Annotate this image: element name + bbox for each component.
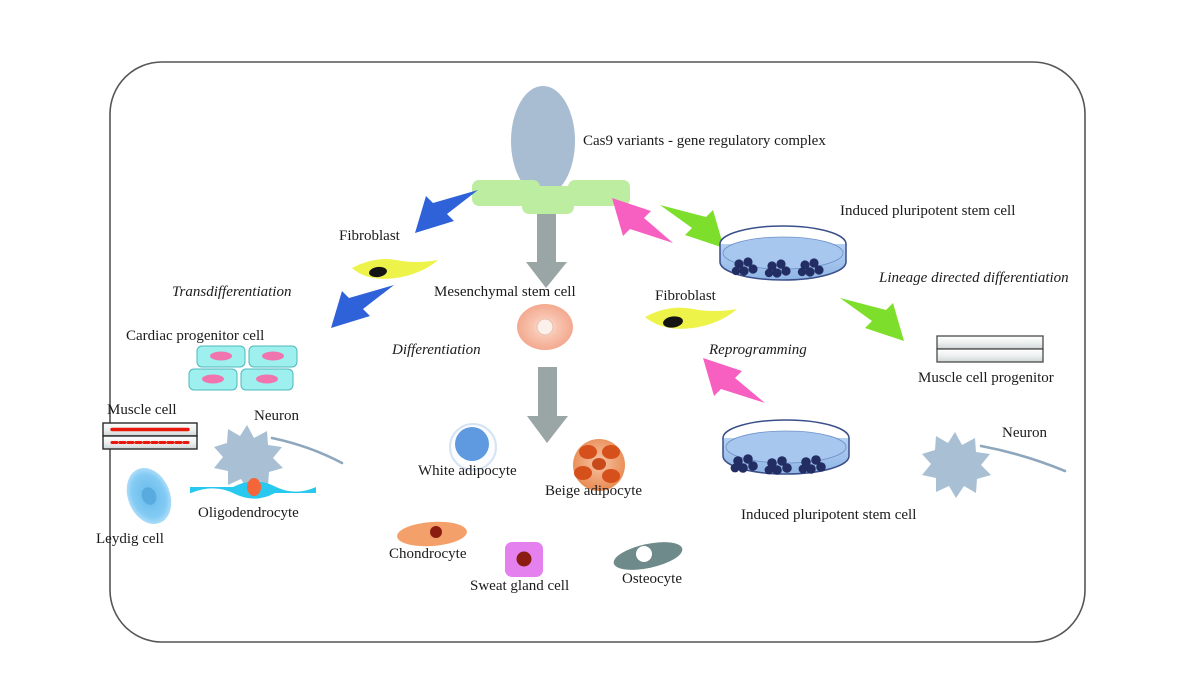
- white-adipocyte-graphic: [449, 423, 497, 471]
- label-ipsc-bottom: Induced pluripotent stem cell: [741, 507, 917, 523]
- arrow-lineage-2: [840, 298, 904, 341]
- leydig-cell-graphic: [126, 467, 172, 525]
- muscle-cell-graphic: [102, 422, 198, 450]
- label-cas9-complex: Cas9 variants - gene regulatory complex: [583, 133, 826, 149]
- label-differentiation: Differentiation: [392, 342, 481, 358]
- label-fibroblast-left: Fibroblast: [339, 228, 400, 244]
- label-cardiac-progenitor: Cardiac progenitor cell: [126, 328, 265, 344]
- label-lineage-directed-differentiation: Lineage directed differentiation: [879, 270, 1069, 286]
- osteocyte-graphic: [613, 542, 683, 570]
- ipsc-dish-bottom-graphic: [722, 419, 850, 475]
- oligodendrocyte-graphic: [190, 478, 316, 499]
- label-transdifferentiation: Transdifferentiation: [172, 284, 292, 300]
- label-oligodendrocyte: Oligodendrocyte: [198, 505, 299, 521]
- label-neuron-right: Neuron: [1002, 425, 1047, 441]
- arrow-lineage-1: [660, 205, 724, 248]
- figure-frame: [109, 61, 1086, 643]
- fibroblast-right-graphic: [645, 307, 737, 329]
- arrow-differentiation-1: [526, 214, 567, 288]
- muscle-cell-progenitor-graphic: [936, 335, 1044, 363]
- sweat-gland-cell-graphic: [505, 542, 543, 577]
- arrow-differentiation-2: [527, 367, 568, 443]
- label-chondrocyte: Chondrocyte: [389, 546, 467, 562]
- label-muscle-cell-progenitor: Muscle cell progenitor: [918, 370, 1054, 386]
- label-fibroblast-right: Fibroblast: [655, 288, 716, 304]
- label-osteocyte: Osteocyte: [622, 571, 682, 587]
- label-reprogramming: Reprogramming: [709, 342, 807, 358]
- label-mesenchymal-stem-cell: Mesenchymal stem cell: [434, 284, 576, 300]
- msc-graphic: [517, 304, 573, 350]
- label-beige-adipocyte: Beige adipocyte: [545, 483, 643, 499]
- label-leydig-cell: Leydig cell: [96, 531, 164, 547]
- neuron-right-graphic: [922, 432, 1067, 498]
- fibroblast-left-graphic: [352, 259, 438, 279]
- label-sweat-gland-cell: Sweat gland cell: [470, 578, 570, 594]
- label-muscle-cell: Muscle cell: [107, 402, 177, 418]
- label-white-adipocyte: White adipocyte: [418, 463, 517, 479]
- chondrocyte-graphic: [397, 521, 467, 547]
- label-ipsc-top: Induced pluripotent stem cell: [840, 203, 1016, 219]
- neuron-left-graphic: [214, 425, 344, 491]
- arrow-transdifferentiation-1: [415, 190, 478, 233]
- ipsc-dish-top-graphic: [719, 225, 847, 281]
- arrow-reprogramming-2: [703, 358, 765, 403]
- arrow-transdifferentiation-2: [331, 285, 394, 328]
- arrow-reprogramming-1: [612, 198, 673, 243]
- beige-adipocyte-graphic: [573, 439, 625, 491]
- label-neuron-left: Neuron: [254, 408, 299, 424]
- cardiac-progenitor-graphic: [188, 345, 298, 391]
- cas9-complex-graphic: [472, 86, 630, 214]
